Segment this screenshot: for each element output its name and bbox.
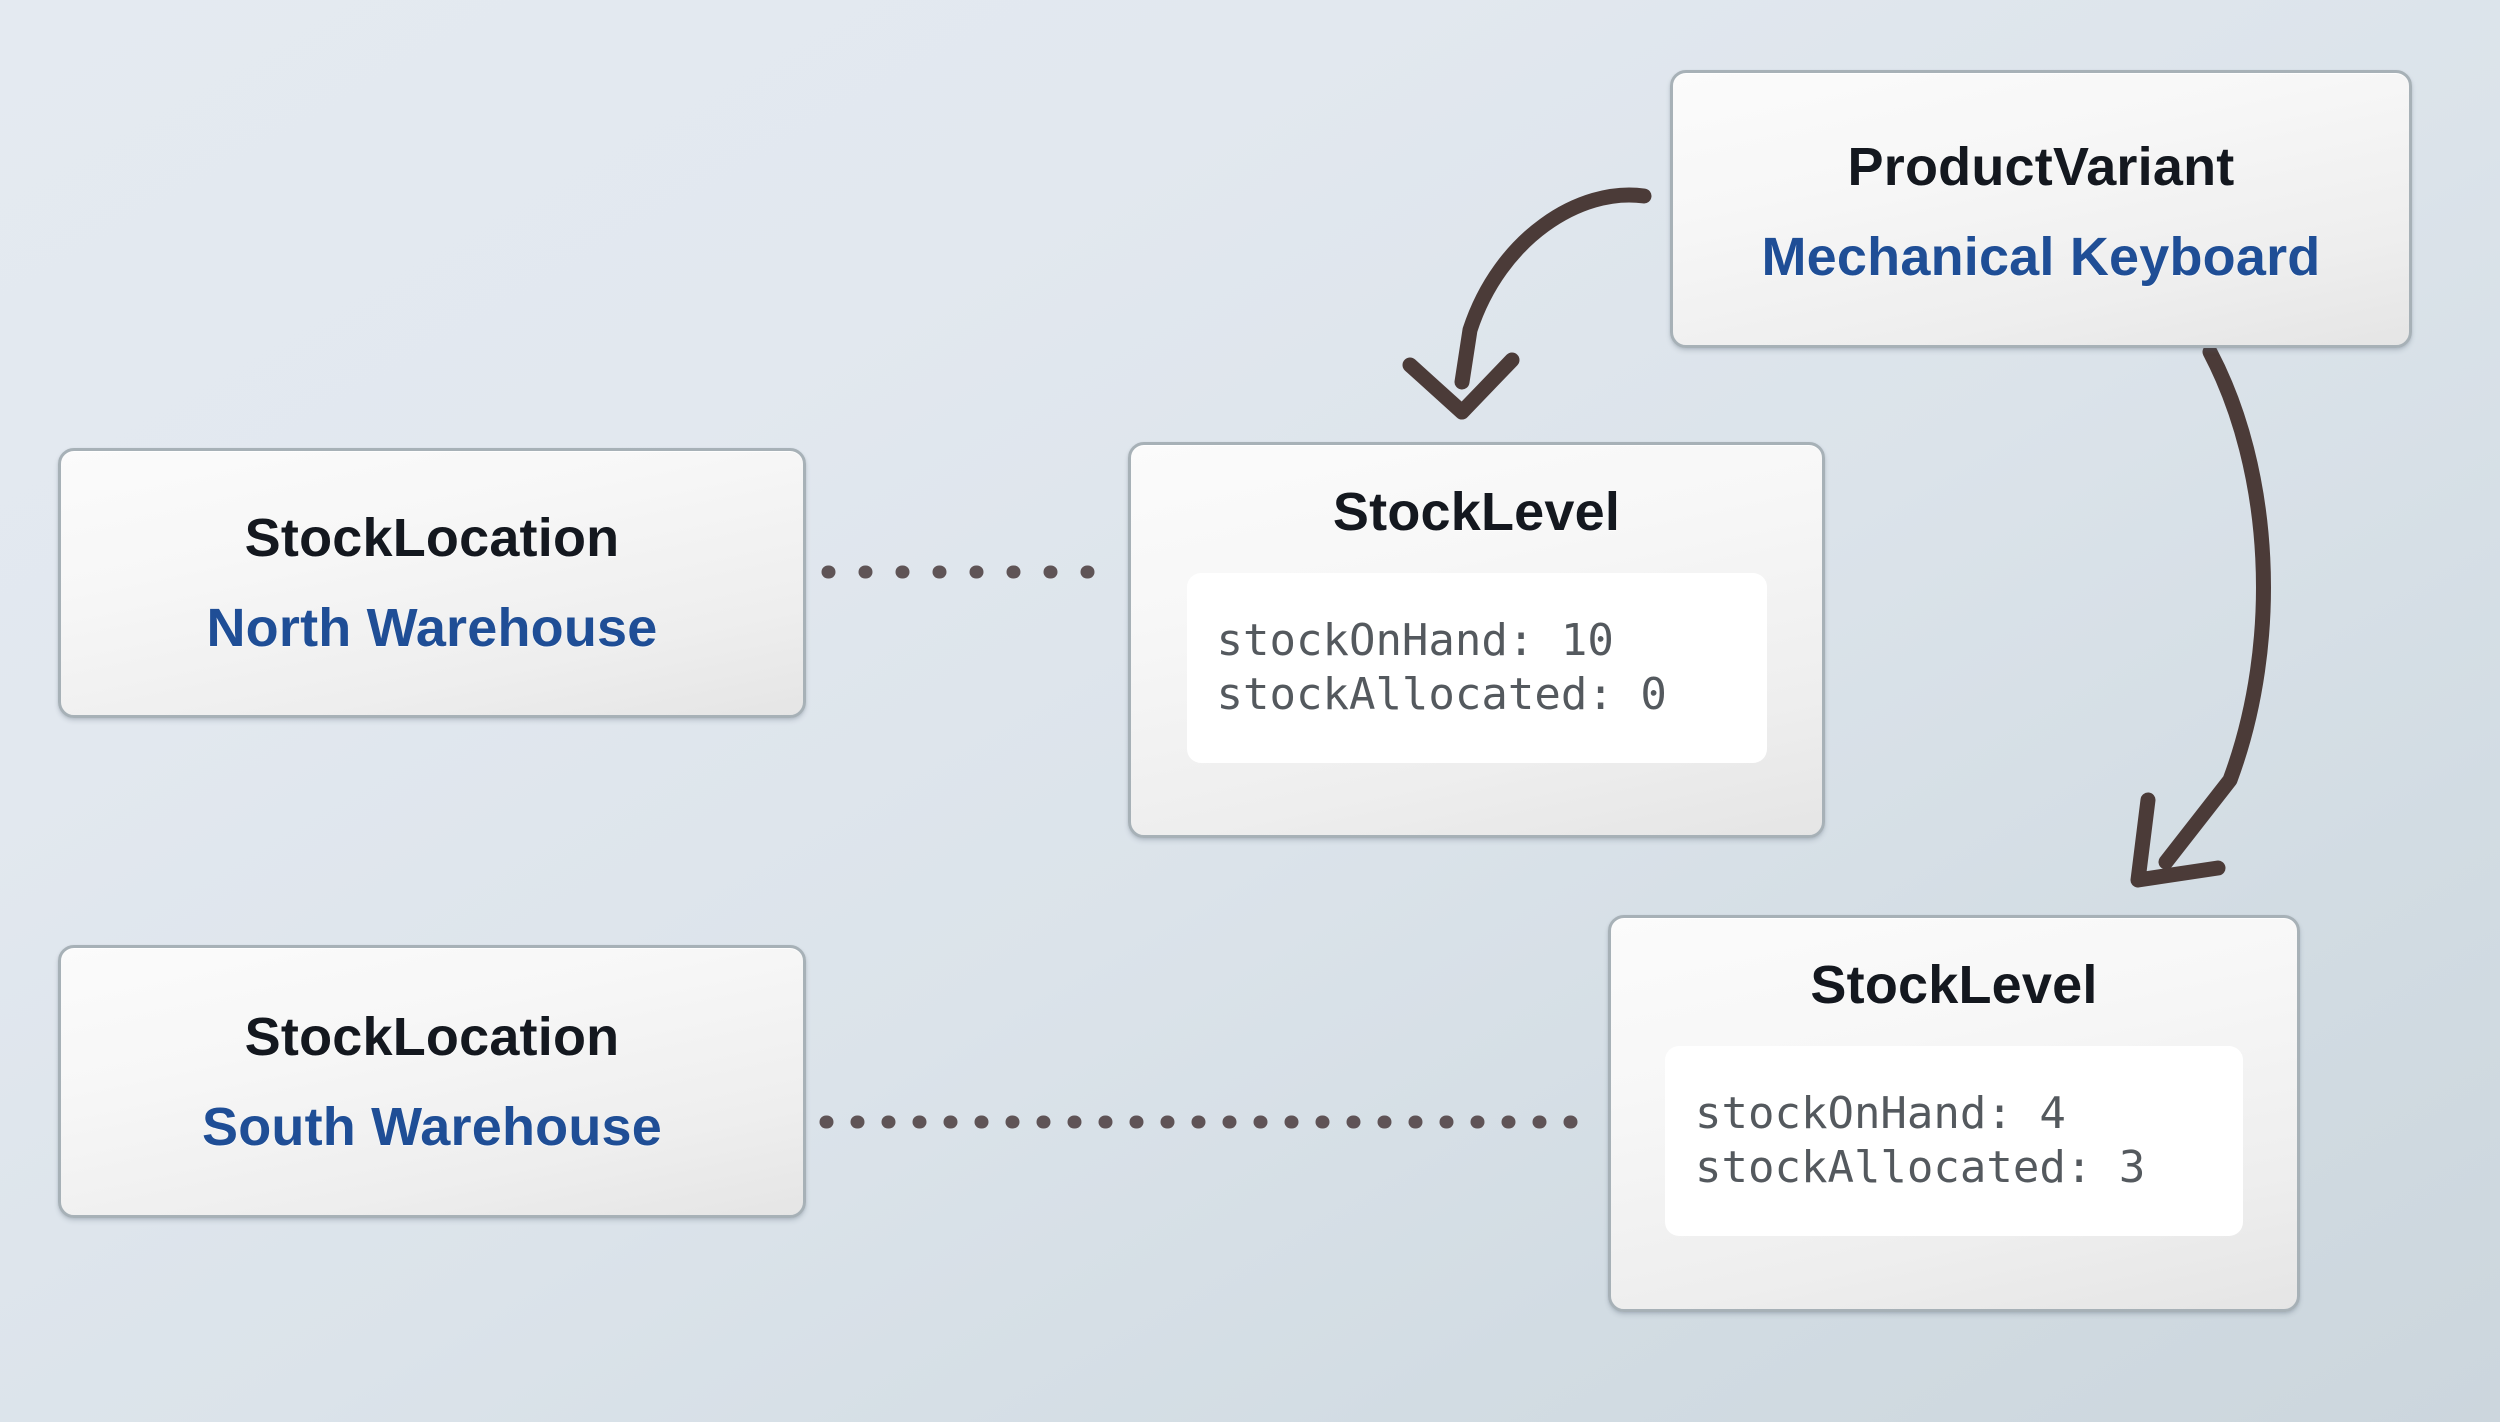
node-stock-location-north[interactable]: StockLocation North Warehouse [58, 448, 806, 718]
node-stock-level-2[interactable]: StockLevel stockOnHand: 4 stockAllocated… [1608, 915, 2300, 1312]
node-subtitle: Mechanical Keyboard [1761, 227, 2321, 287]
node-title: StockLocation [244, 508, 620, 568]
fields-panel: stockOnHand: 10 stockAllocated: 0 [1186, 573, 1767, 763]
edge-variant-to-level-2 [2130, 344, 2271, 888]
fields-panel: stockOnHand: 4 stockAllocated: 3 [1665, 1046, 2243, 1236]
node-title: StockLevel [1332, 482, 1621, 542]
field-stock-on-hand: stockOnHand: 10 [1216, 615, 1614, 667]
node-title: ProductVariant [1847, 137, 2235, 197]
node-title: StockLevel [1810, 955, 2098, 1015]
field-stock-allocated: stockAllocated: 3 [1695, 1142, 2146, 1193]
node-subtitle: South Warehouse [201, 1096, 663, 1157]
field-stock-on-hand: stockOnHand: 4 [1695, 1088, 2066, 1140]
node-stock-location-south[interactable]: StockLocation South Warehouse [58, 945, 806, 1218]
node-subtitle: North Warehouse [206, 598, 658, 658]
field-stock-allocated: stockAllocated: 0 [1216, 669, 1667, 720]
node-product-variant[interactable]: ProductVariant Mechanical Keyboard [1670, 70, 2412, 348]
edge-variant-to-level-1 [1402, 187, 1652, 420]
node-stock-level-1[interactable]: StockLevel stockOnHand: 10 stockAllocate… [1128, 442, 1825, 838]
node-title: StockLocation [244, 1006, 620, 1067]
